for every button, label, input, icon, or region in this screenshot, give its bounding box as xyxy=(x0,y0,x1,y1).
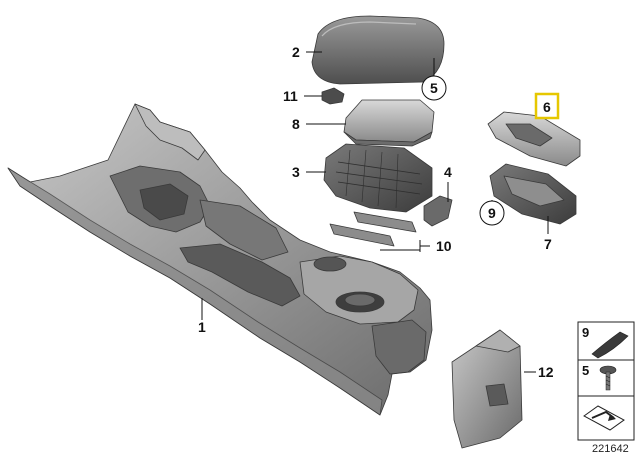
legend-item-9-label: 9 xyxy=(582,325,589,340)
callout-9: 9 xyxy=(488,205,496,221)
part-12-front-panel xyxy=(451,329,523,449)
callout-3: 3 xyxy=(292,164,300,180)
callout-7: 7 xyxy=(544,236,552,252)
legend-panel: 9 5 xyxy=(577,321,635,441)
callout-4: 4 xyxy=(444,164,452,180)
callout-12: 12 xyxy=(538,364,554,380)
callout-5: 5 xyxy=(430,80,438,96)
part-1-center-console xyxy=(7,103,433,416)
callout-8: 8 xyxy=(292,116,300,132)
legend-arrow-icon xyxy=(583,405,625,431)
diagram-id: 221642 xyxy=(592,443,629,455)
callout-2: 2 xyxy=(292,44,300,60)
part-2-armrest-lid xyxy=(311,15,445,85)
callout-6: 6 xyxy=(543,99,551,115)
callout-11: 11 xyxy=(283,88,298,104)
part-7-tray xyxy=(489,163,577,225)
leader-lines xyxy=(201,51,549,373)
part-3-storage-box xyxy=(323,143,433,213)
part-10-trim-strips xyxy=(329,211,417,247)
callout-10: 10 xyxy=(436,238,452,254)
callout-labels: 2 11 8 3 4 10 1 12 7 5 9 6 xyxy=(198,44,560,380)
callout-6-highlight xyxy=(534,92,560,120)
legend-item-5-label: 5 xyxy=(582,363,589,378)
callout-5-circle xyxy=(421,75,447,101)
part-11-clip xyxy=(321,87,345,105)
callout-9-circle xyxy=(479,200,505,226)
callout-1: 1 xyxy=(198,319,206,335)
legend-clip-icon xyxy=(591,331,629,359)
part-8-armrest-base xyxy=(343,99,435,147)
legend-screw-icon xyxy=(599,365,617,391)
part-6-cover xyxy=(487,111,581,167)
part-4-bracket xyxy=(423,195,453,227)
